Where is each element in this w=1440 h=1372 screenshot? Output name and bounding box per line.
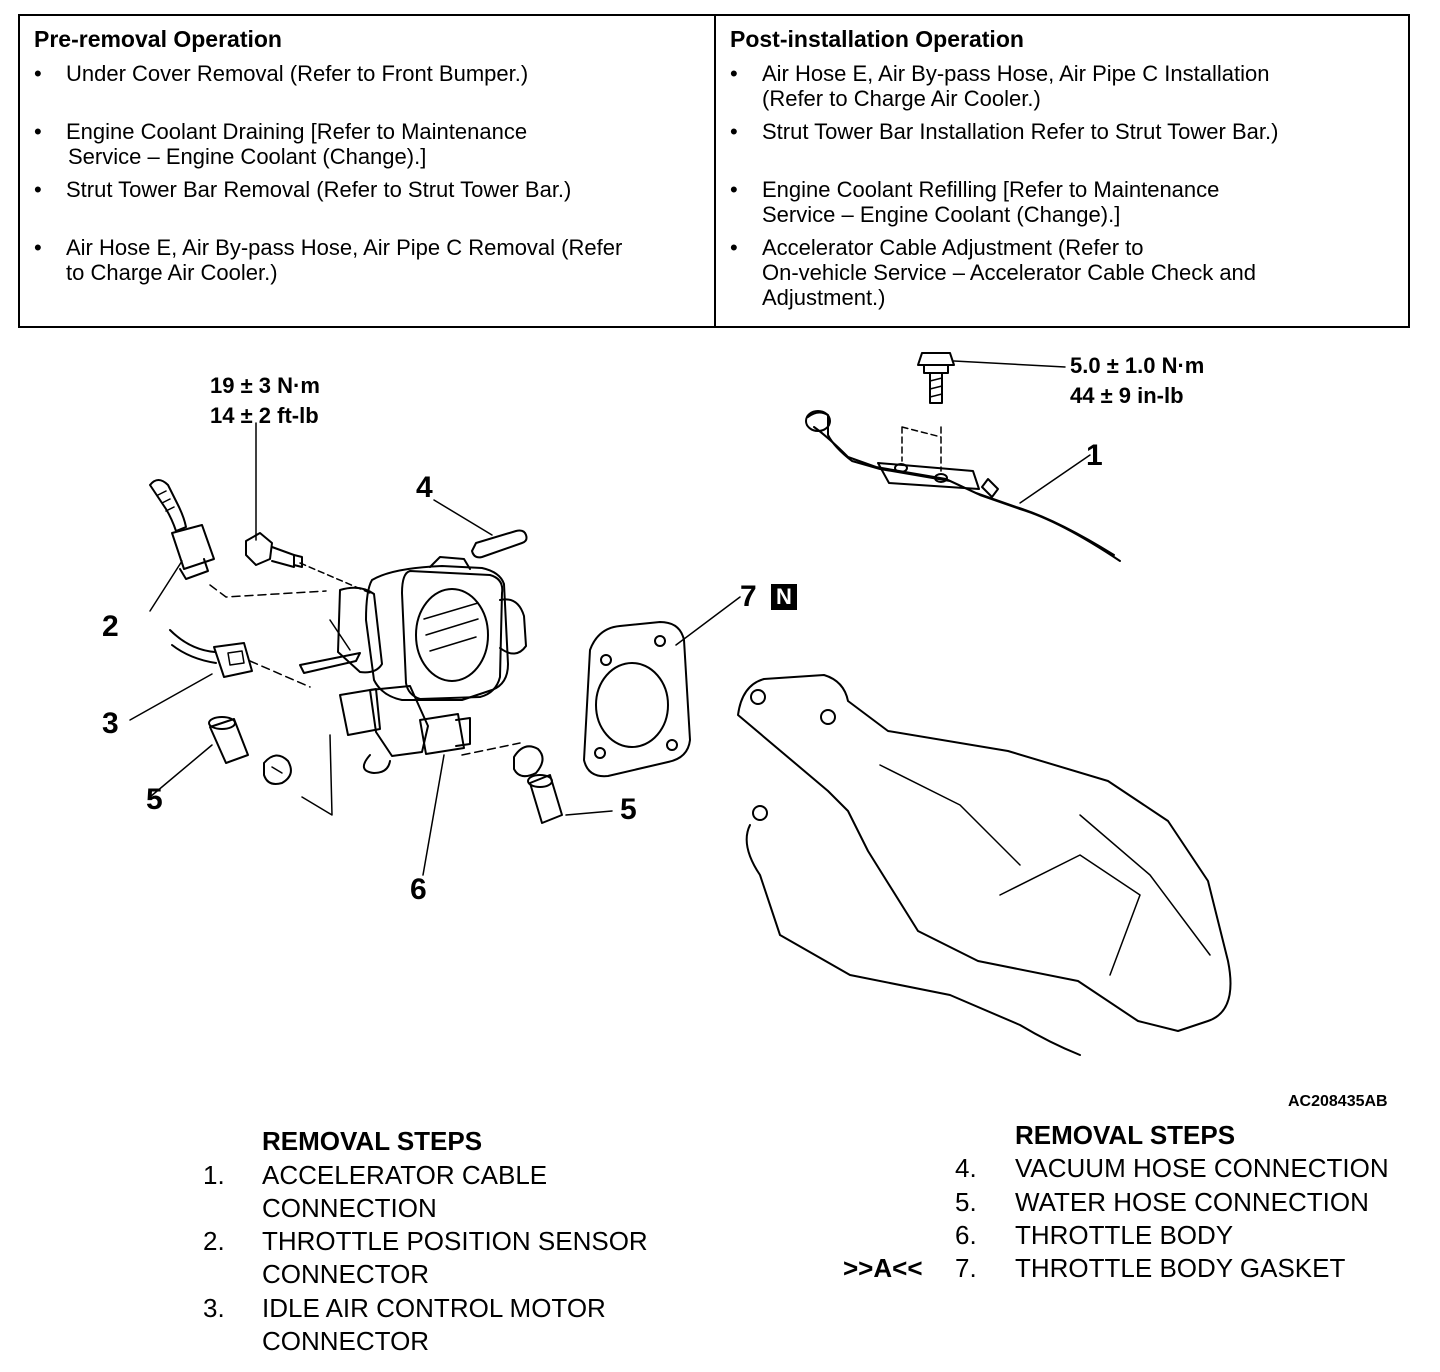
bullet: •: [34, 61, 42, 86]
removal-step: 1. ACCELERATOR CABLE CONNECTION: [203, 1159, 723, 1225]
step-number: 5.: [955, 1187, 977, 1217]
post-installation-item: • Strut Tower Bar Installation Refer to …: [730, 119, 1394, 144]
removal-step: 4. VACUUM HOSE CONNECTION: [955, 1152, 1425, 1185]
water-hose-drawing: [149, 716, 613, 824]
bullet: •: [730, 235, 738, 260]
vacuum-hose-drawing: [433, 499, 528, 559]
operations-table: Pre-removal Operation • Under Cover Remo…: [18, 14, 1410, 328]
figure-code: AC208435AB: [1288, 1093, 1388, 1110]
callout-3: 3: [102, 707, 119, 740]
step-text: CONNECTION: [262, 1193, 437, 1223]
intake-manifold-drawing: [737, 674, 1232, 1056]
item-text: Service – Engine Coolant (Change).]: [68, 144, 427, 169]
throttle-bolt-torque: 19 ± 3 N·m 14 ± 2 ft-lb: [210, 371, 320, 431]
step-text: THROTTLE POSITION SENSOR: [262, 1226, 648, 1256]
item-text: Engine Coolant Draining [Refer to Mainte…: [66, 119, 528, 144]
torque-inlb: 44 ± 9 in-lb: [1070, 383, 1184, 408]
post-installation-heading: Post-installation Operation: [730, 26, 1024, 52]
step-text: ACCELERATOR CABLE: [262, 1160, 548, 1190]
item-text: Adjustment.): [762, 285, 886, 310]
accelerator-cable-drawing: [805, 352, 1121, 562]
torque-ftlb: 14 ± 2 ft-lb: [210, 403, 319, 428]
callout-5-right: 5: [620, 793, 637, 826]
torque-nm: 5.0 ± 1.0 N·m: [1070, 353, 1205, 378]
step-number: 7.: [955, 1253, 977, 1283]
bullet: •: [730, 61, 738, 86]
item-text: (Refer to Charge Air Cooler.): [762, 86, 1041, 111]
step-text: CONNECTOR: [262, 1259, 430, 1289]
item-text: Strut Tower Bar Removal (Refer to Strut …: [66, 177, 572, 202]
item-text: Air Hose E, Air By-pass Hose, Air Pipe C…: [66, 235, 623, 260]
step-number: 1.: [203, 1160, 225, 1190]
callout-6: 6: [410, 873, 427, 906]
bullet: •: [34, 235, 42, 260]
pre-removal-item: • Strut Tower Bar Removal (Refer to Stru…: [34, 177, 700, 202]
removal-steps-heading-left: REMOVAL STEPS: [262, 1126, 483, 1156]
post-installation-item: • Accelerator Cable Adjustment (Refer to…: [730, 235, 1394, 310]
new-part-badge: N: [771, 584, 797, 610]
removal-step: 5. WATER HOSE CONNECTION: [955, 1186, 1425, 1219]
pre-removal-column: Pre-removal Operation • Under Cover Remo…: [20, 16, 716, 326]
pre-removal-heading: Pre-removal Operation: [34, 26, 282, 52]
step-text: IDLE AIR CONTROL MOTOR: [262, 1293, 606, 1323]
step-number: 4.: [955, 1153, 977, 1183]
callout-2: 2: [102, 610, 119, 643]
item-text: to Charge Air Cooler.): [66, 260, 278, 285]
post-installation-column: Post-installation Operation • Air Hose E…: [716, 16, 1408, 326]
callout-1: 1: [1086, 439, 1103, 472]
removal-steps-heading-right: REMOVAL STEPS: [1015, 1120, 1236, 1150]
step-text: CONNECTOR: [262, 1326, 430, 1356]
step-number: 2.: [203, 1226, 225, 1256]
item-text: On-vehicle Service – Accelerator Cable C…: [762, 260, 1257, 285]
step-number: 6.: [955, 1220, 977, 1250]
torque-nm: 19 ± 3 N·m: [210, 373, 320, 398]
pre-removal-item: • Air Hose E, Air By-pass Hose, Air Pipe…: [34, 235, 700, 285]
gasket-drawing: [583, 596, 741, 778]
pre-removal-item: • Engine Coolant Draining [Refer to Main…: [34, 119, 700, 169]
bullet: •: [730, 119, 738, 144]
removal-step: 3. IDLE AIR CONTROL MOTOR CONNECTOR: [203, 1292, 723, 1358]
item-text: Engine Coolant Refilling [Refer to Maint…: [762, 177, 1220, 202]
item-text: Air Hose E, Air By-pass Hose, Air Pipe C…: [762, 61, 1270, 86]
pre-removal-item: • Under Cover Removal (Refer to Front Bu…: [34, 61, 700, 86]
exploded-diagram: 19 ± 3 N·m 14 ± 2 ft-lb 5.0 ± 1.0 N·m 44…: [0, 335, 1440, 1120]
removal-step: 2. THROTTLE POSITION SENSOR CONNECTOR: [203, 1225, 723, 1291]
callout-7: 7: [740, 580, 757, 613]
step-text: WATER HOSE CONNECTION: [1015, 1187, 1369, 1217]
service-point-mark: >>A<<: [843, 1253, 923, 1283]
bullet: •: [34, 119, 42, 144]
bullet: •: [730, 177, 738, 202]
iac-connector-drawing: [129, 629, 311, 721]
throttle-bolt-drawing: [245, 422, 371, 594]
item-text: Accelerator Cable Adjustment (Refer to: [762, 235, 1144, 260]
post-installation-item: • Air Hose E, Air By-pass Hose, Air Pipe…: [730, 61, 1394, 111]
callout-5-left: 5: [146, 783, 163, 816]
step-text: THROTTLE BODY GASKET: [1015, 1253, 1346, 1283]
diagram-artwork: [129, 352, 1232, 1056]
step-number: 3.: [203, 1293, 225, 1323]
bullet: •: [34, 177, 42, 202]
callout-4: 4: [416, 471, 433, 504]
item-text: Under Cover Removal (Refer to Front Bump…: [66, 61, 529, 86]
throttle-body-drawing: [299, 556, 527, 876]
step-text: VACUUM HOSE CONNECTION: [1015, 1153, 1389, 1183]
item-text: Service – Engine Coolant (Change).]: [762, 202, 1121, 227]
removal-step: >>A<< 7. THROTTLE BODY GASKET: [843, 1252, 1425, 1285]
post-installation-item: • Engine Coolant Refilling [Refer to Mai…: [730, 177, 1394, 227]
step-text: THROTTLE BODY: [1015, 1220, 1234, 1250]
tps-connector-drawing: [149, 479, 327, 612]
cable-bolt-torque: 5.0 ± 1.0 N·m 44 ± 9 in-lb: [1070, 351, 1204, 411]
item-text: Strut Tower Bar Installation Refer to St…: [762, 119, 1279, 144]
removal-step: 6. THROTTLE BODY: [955, 1219, 1425, 1252]
